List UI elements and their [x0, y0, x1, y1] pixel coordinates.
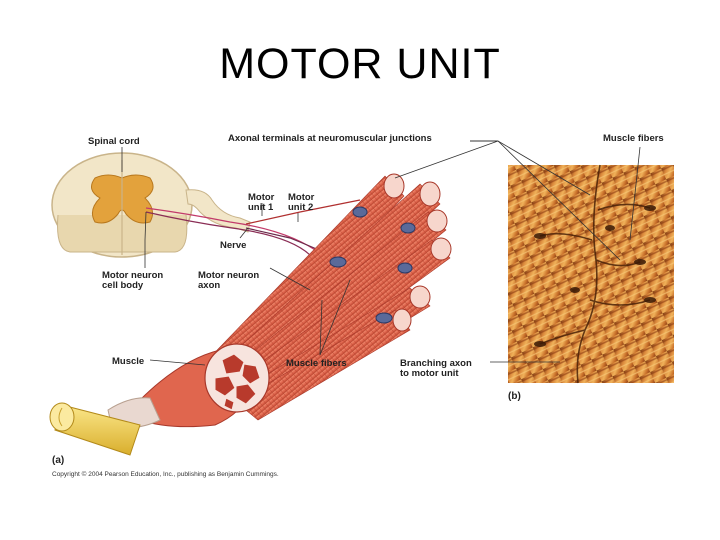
copyright-note: Copyright © 2004 Pearson Education, Inc.… — [52, 470, 279, 478]
label-muscle-fibers-top: Muscle fibers — [603, 133, 664, 144]
label-panel-b: (b) — [508, 391, 521, 402]
label-axonal-terminals: Axonal terminals at neuromuscular juncti… — [228, 133, 432, 144]
label-nerve: Nerve — [220, 240, 246, 251]
label-muscle: Muscle — [112, 356, 144, 367]
label-motor-unit-1-line1: Motor — [248, 192, 275, 203]
leader-lines — [121, 140, 641, 366]
label-spinal-cord: Spinal cord — [88, 136, 140, 147]
label-motor-unit-2-line1: Motor — [288, 192, 315, 203]
label-branching-axon-line2: to motor unit — [400, 368, 459, 379]
label-panel-a: (a) — [52, 455, 64, 466]
muscle-fiber-bundle — [195, 173, 452, 421]
whole-muscle — [49, 343, 270, 456]
label-motor-neuron-cell-body-line2: cell body — [102, 280, 144, 291]
label-motor-neuron-cell-body-line1: Motor neuron — [102, 270, 163, 281]
label-motor-neuron-axon-line1: Motor neuron — [198, 270, 259, 281]
spinal-cord — [51, 152, 251, 258]
label-motor-unit-1-line2: unit 1 — [248, 202, 274, 213]
label-motor-unit-2-line2: unit 2 — [288, 202, 313, 213]
slide-title: MOTOR UNIT — [219, 40, 501, 88]
label-branching-axon-line1: Branching axon — [400, 358, 472, 369]
micrograph-panel — [508, 164, 674, 384]
label-muscle-fibers-bottom: Muscle fibers — [286, 358, 347, 369]
label-motor-neuron-axon-line2: axon — [198, 280, 220, 291]
